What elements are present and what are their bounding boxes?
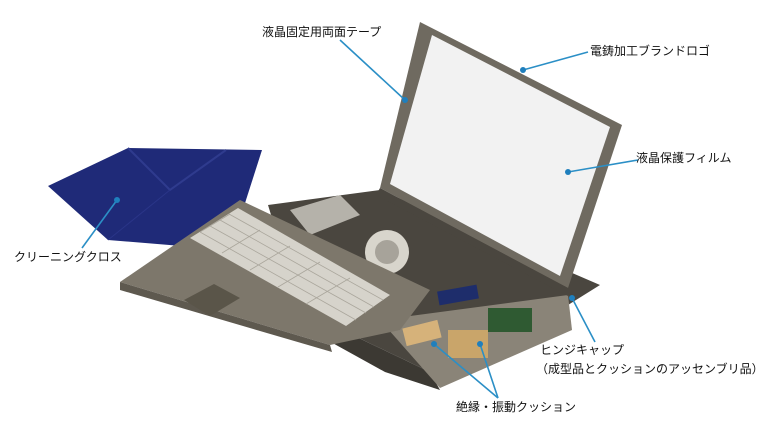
label-hinge-cap: ヒンジキャップ bbox=[540, 343, 625, 357]
label-cushion: 絶縁・振動クッション bbox=[456, 400, 577, 414]
leader-lines bbox=[81, 39, 639, 399]
label-lcd-tape: 液晶固定用両面テープ bbox=[262, 25, 382, 39]
laptop-top-case bbox=[120, 200, 430, 352]
laptop-display bbox=[376, 22, 622, 296]
label-hinge-cap-note: （成型品とクッションのアッセンブリ品） bbox=[536, 362, 764, 376]
label-protective-film: 液晶保護フィルム bbox=[636, 151, 732, 165]
label-cleaning-cloth: クリーニングクロス bbox=[14, 250, 122, 264]
label-brand-logo: 電鋳加工ブランドロゴ bbox=[590, 44, 711, 58]
